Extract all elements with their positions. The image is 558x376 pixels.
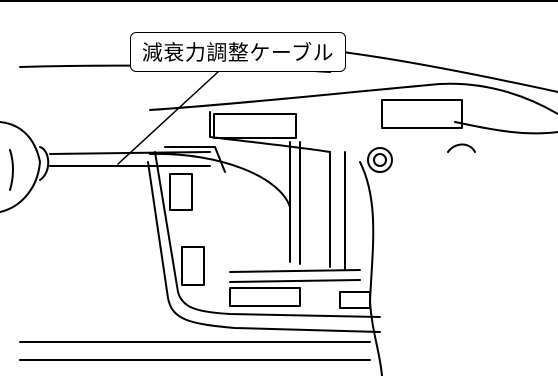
- structure: [164, 141, 383, 376]
- callout-leader-line: [117, 71, 219, 165]
- screwdriver-shaft: [49, 151, 211, 167]
- base-lines: [19, 341, 371, 361]
- upper-body: [19, 41, 558, 153]
- cable-path: [149, 152, 291, 208]
- callout-label: 減衰力調整ケーブル: [130, 32, 346, 72]
- lower-frame: [229, 269, 371, 309]
- screwdriver-handle: [0, 121, 50, 213]
- bolt: [367, 143, 476, 173]
- bracket: [147, 151, 381, 333]
